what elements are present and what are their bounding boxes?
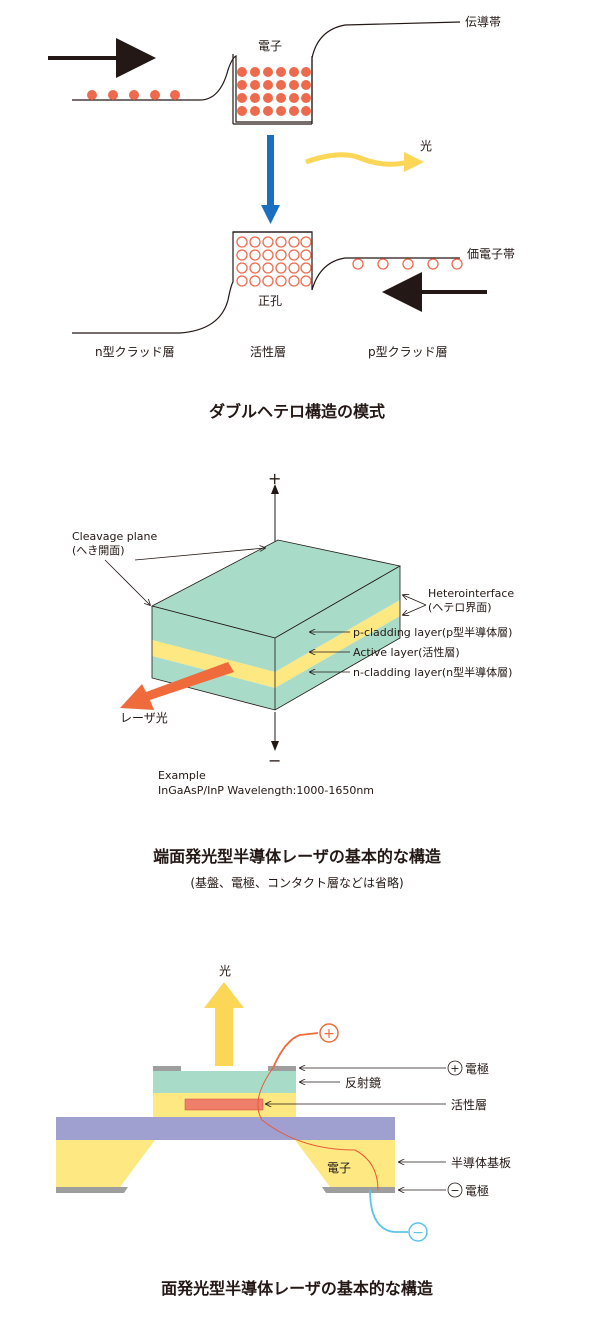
active-layer-bar [184, 1098, 264, 1111]
label-cleavage-ja: (へき開面) [72, 544, 125, 557]
bottom-electrode-right [322, 1187, 395, 1193]
minus-terminal-sign: − [412, 1225, 424, 1241]
label-p-clad-layer: p-cladding layer(p型半導体層) [353, 625, 512, 639]
label-active-3: 活性層 [451, 1098, 487, 1112]
label-conduction-band: 伝導帯 [465, 15, 501, 29]
p-side-holes [352, 258, 463, 270]
block-right-active-layer [275, 600, 400, 688]
label-hetero-ja: (ヘテロ界面) [428, 601, 492, 614]
edge-emitting-diagram: + レーザ光 − Cleavage plane (へき開面) Heteroint… [72, 469, 514, 890]
subcaption-edge-emitting: (基盤、電極、コンタクト層などは省略) [190, 875, 403, 890]
block-left-p-layer [152, 606, 275, 672]
label-n-clad: n型クラッド層 [95, 345, 175, 359]
minus-electrode-sign: − [450, 1184, 459, 1197]
label-hetero-en: Heterointerface [428, 587, 514, 600]
label-cleavage-en: Cleavage plane [72, 530, 157, 543]
current-path [257, 1067, 379, 1191]
well-holes [236, 236, 312, 287]
light-emission-arrow [305, 152, 424, 172]
minus-terminal [408, 1222, 428, 1242]
plus-sign: + [268, 469, 281, 488]
label-substrate: 半導体基板 [451, 1156, 511, 1170]
plus-electrode-sign: + [450, 1062, 459, 1075]
label-light-top: 光 [219, 964, 231, 978]
label-laser: レーザ光 [120, 711, 168, 725]
label-plus-electrode: 電極 [465, 1061, 489, 1076]
label-active: 活性層 [250, 345, 286, 359]
example-body: InGaAsP/InP Wavelength:1000-1650nm [158, 784, 374, 797]
n-side-electrons [87, 90, 180, 100]
vertical-light-arrow [204, 982, 244, 1066]
double-hetero-diagram: 電子 伝導帯 光 正孔 価電子帯 [48, 15, 515, 421]
block-right-p-layer [275, 566, 400, 672]
surface-emitting-diagram: 光 電子 + − + 電極 反射鏡 活性層 [56, 964, 511, 1298]
caption-double-hetero: ダブルヘテロ構造の模式 [209, 402, 385, 421]
label-electrons: 電子 [258, 39, 282, 53]
plus-terminal-sign: + [323, 1026, 335, 1042]
minus-sign: − [268, 751, 281, 770]
label-active-layer: Active layer(活性層) [353, 645, 460, 659]
top-electrode-right [268, 1066, 296, 1071]
block-left-n-layer [152, 656, 275, 710]
recombination-arrow [261, 135, 280, 224]
example-title: Example [158, 769, 206, 782]
block-left-active-layer [152, 640, 275, 688]
caption-surface-emitting: 面発光型半導体レーザの基本的な構造 [161, 1279, 434, 1298]
block-right-n-layer [275, 616, 400, 710]
top-electrode-left [153, 1066, 181, 1071]
label-holes: 正孔 [258, 294, 282, 308]
substrate-body [56, 1140, 395, 1187]
label-valence-band: 価電子帯 [467, 247, 515, 261]
valence-band-line [72, 231, 460, 334]
label-electrons-substrate: 電子 [327, 1161, 351, 1175]
label-mirror: 反射鏡 [345, 1075, 381, 1090]
plus-wire [272, 1032, 319, 1069]
top-mirror [153, 1071, 296, 1093]
well-electrons [237, 67, 311, 116]
substrate-layer [56, 1117, 395, 1140]
label-light: 光 [420, 139, 432, 153]
label-n-clad-layer: n-cladding layer(n型半導体層) [353, 665, 512, 679]
bottom-electrode-left [56, 1187, 128, 1193]
plus-terminal [319, 1023, 339, 1043]
caption-edge-emitting: 端面発光型半導体レーザの基本的な構造 [153, 847, 442, 866]
label-minus-electrode: 電極 [465, 1183, 489, 1198]
minus-wire [369, 1189, 408, 1233]
label-p-clad: p型クラッド層 [368, 345, 448, 359]
laser-beam-arrow [120, 662, 234, 710]
